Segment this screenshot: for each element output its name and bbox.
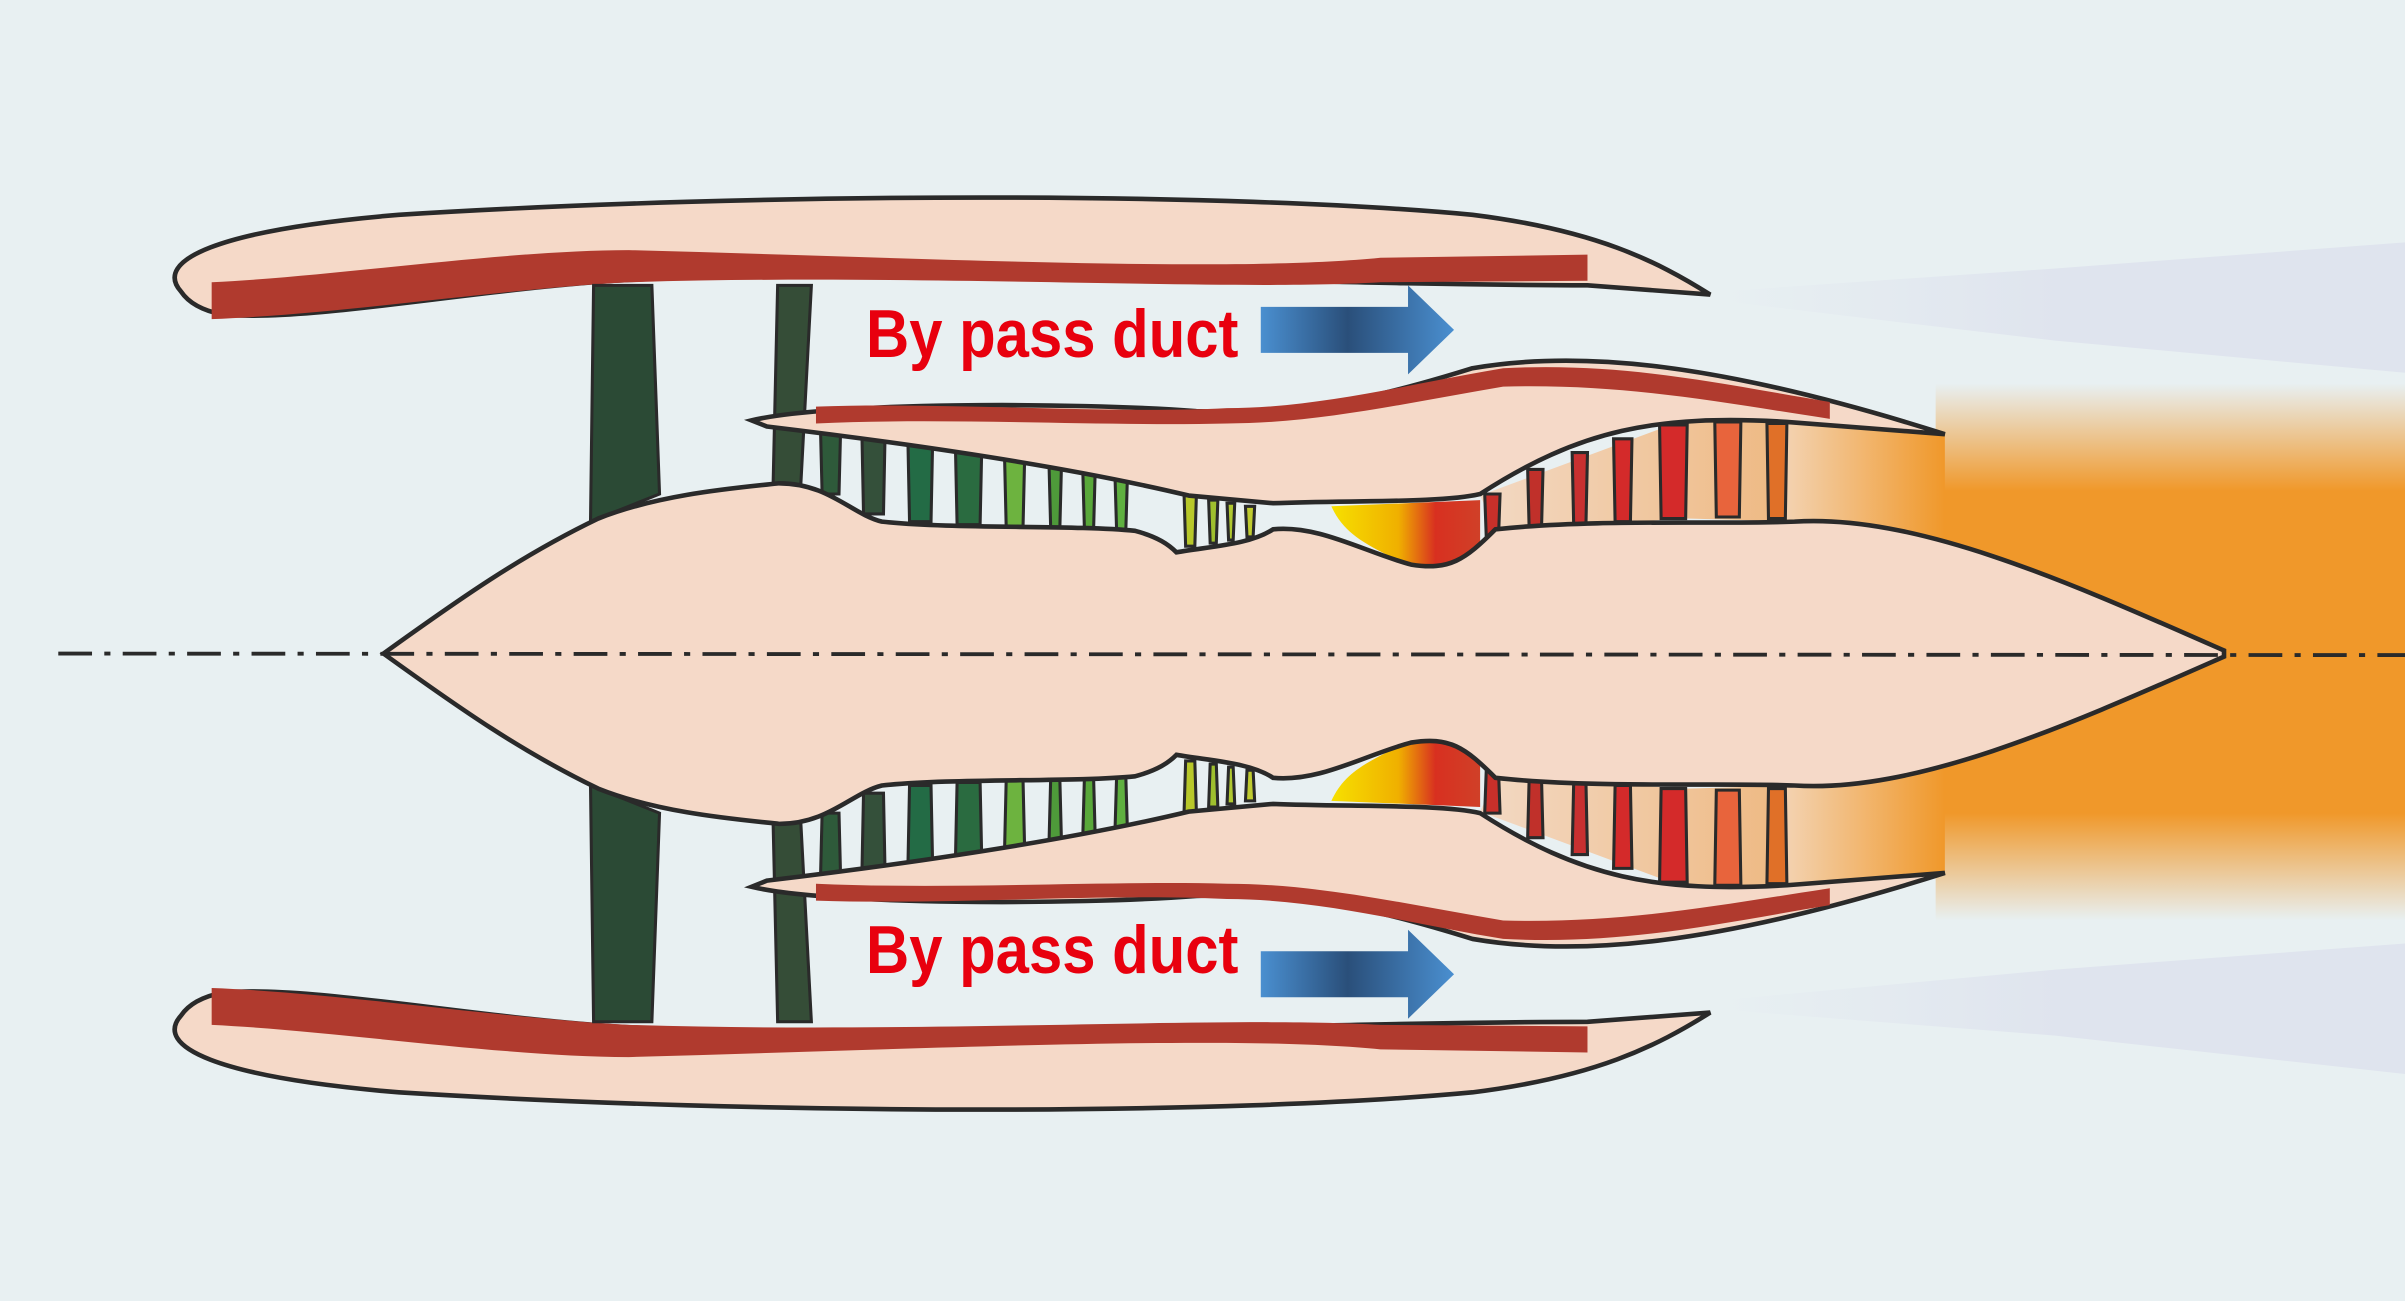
flow-arrow-icon: [1260, 285, 1455, 375]
compressor-blade: [1003, 458, 1027, 528]
compressor-blade: [1113, 477, 1129, 533]
turbine-blade: [1713, 420, 1743, 519]
fan-blade: [588, 283, 662, 524]
turbine-blade: [1570, 451, 1590, 527]
compressor-blade: [953, 451, 984, 527]
bypass-duct-label-top: By pass duct: [866, 296, 1239, 372]
compressor-blade: [1047, 466, 1063, 530]
fan-blade-2: [771, 283, 813, 490]
combustor-flame: [1331, 500, 1481, 566]
compressor-blade: [819, 431, 843, 496]
compressor-blade: [1182, 494, 1198, 548]
bypass-duct-label-bottom: By pass duct: [866, 912, 1239, 988]
compressor-blade: [860, 435, 887, 516]
compressor-blade: [1243, 504, 1257, 539]
turbine-blade: [1526, 467, 1545, 533]
bypass-plume-bottom: [1717, 943, 2405, 1074]
casing-stripe: [815, 367, 1830, 425]
nacelle-stripe: [211, 250, 1588, 320]
flow-arrow-icon: [1260, 929, 1455, 1019]
compressor-blade: [1207, 498, 1220, 545]
turbine-blade: [1658, 423, 1689, 521]
turbine-blade: [1611, 437, 1634, 524]
bypass-plume-top: [1717, 242, 2405, 373]
compressor-blade: [1225, 501, 1237, 542]
centerline: [58, 651, 2405, 658]
compressor-blade: [1081, 470, 1097, 531]
turbine-blade: [1765, 421, 1789, 521]
compressor-blade: [906, 443, 935, 524]
